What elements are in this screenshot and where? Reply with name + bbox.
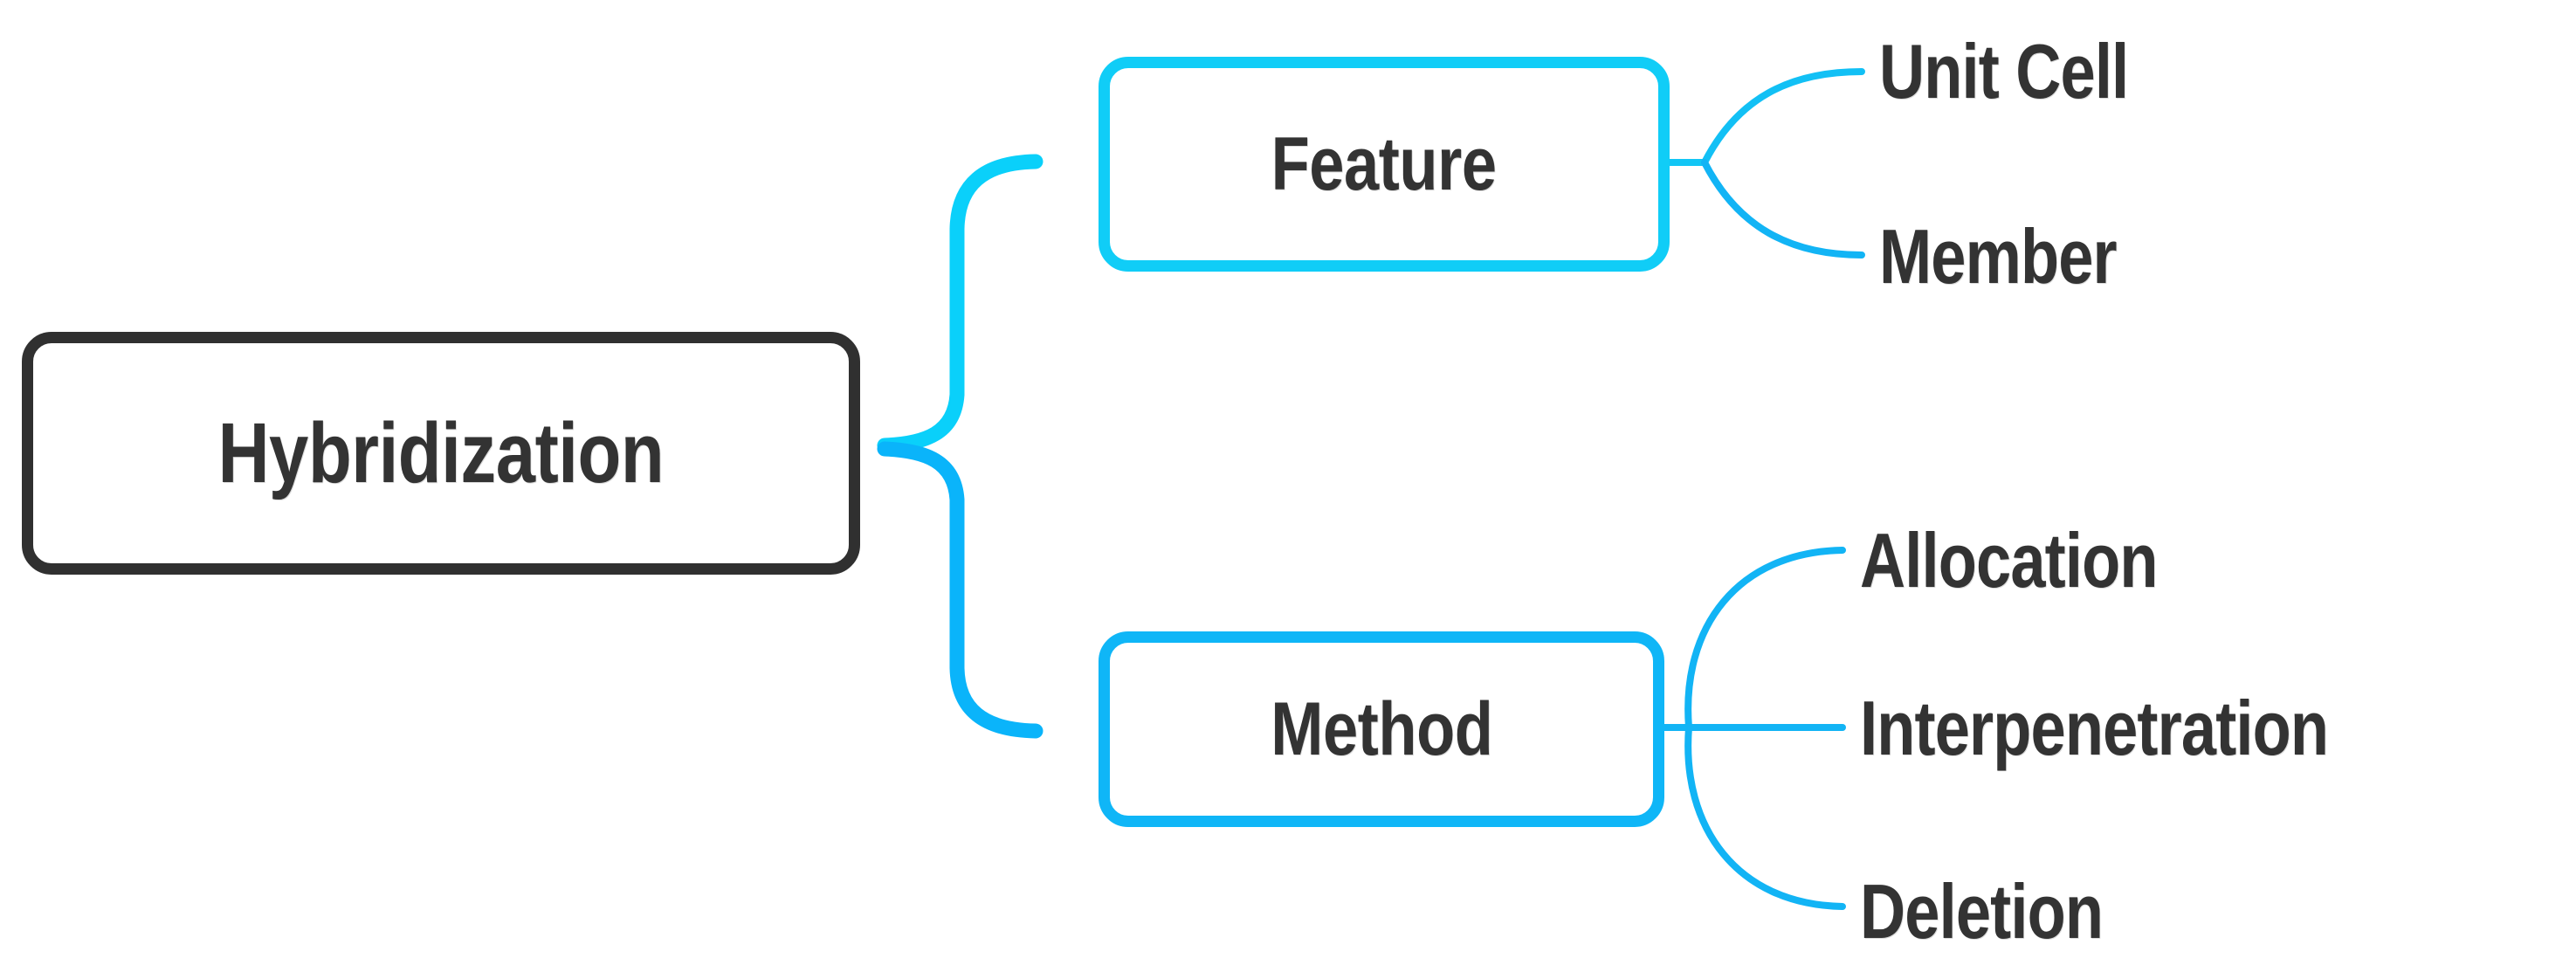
branch-node-method[interactable]: Method [1099,631,1664,827]
leaf-node-interpenetration[interactable]: Interpenetration [1860,685,2329,771]
connector-method-to-deletion [1684,724,1846,910]
branch-node-label: Method [1270,686,1493,771]
connector-feature-to-unit-cell [1701,68,1865,166]
connector-root-to-method [877,441,1043,739]
connector-method-to-allocation [1684,547,1846,731]
branch-node-feature[interactable]: Feature [1099,57,1670,272]
leaf-node-deletion[interactable]: Deletion [1860,868,2104,955]
root-node-hybridization[interactable]: Hybridization [22,332,860,575]
connector-feature-to-member [1701,159,1865,259]
leaf-node-member[interactable]: Member [1879,213,2118,300]
branch-node-label: Feature [1271,121,1498,206]
leaf-node-unit-cell[interactable]: Unit Cell [1879,28,2129,114]
leaf-node-allocation[interactable]: Allocation [1860,517,2158,603]
connector-root-to-feature [877,154,1043,453]
root-node-label: Hybridization [217,405,665,500]
